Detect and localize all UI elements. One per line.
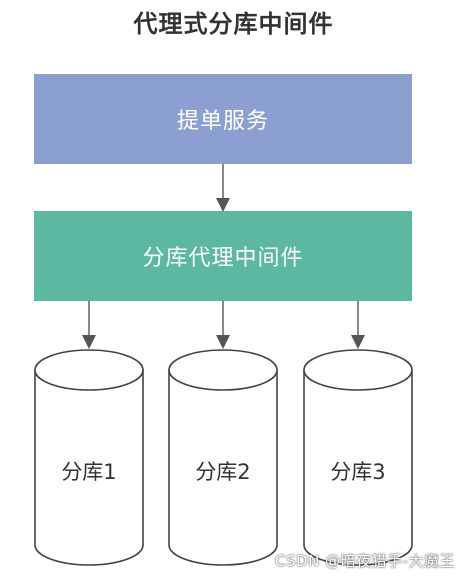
database-cylinder-2 [168, 349, 278, 566]
database-cylinder-3 [303, 349, 413, 566]
service-label: 提单服务 [176, 109, 269, 134]
database-label-3: 分库3 [330, 460, 386, 484]
watermark: CSDN @暗夜猎手-大魔王 [275, 552, 455, 570]
database-label-2: 分库2 [195, 460, 251, 484]
middleware-box: 分库代理中间件 [34, 211, 412, 301]
database-label-1: 分库1 [61, 460, 117, 484]
service-box: 提单服务 [34, 74, 412, 164]
diagram-title: 代理式分库中间件 [133, 10, 334, 38]
database-cylinder-1 [34, 349, 144, 566]
middleware-label: 分库代理中间件 [142, 246, 304, 271]
